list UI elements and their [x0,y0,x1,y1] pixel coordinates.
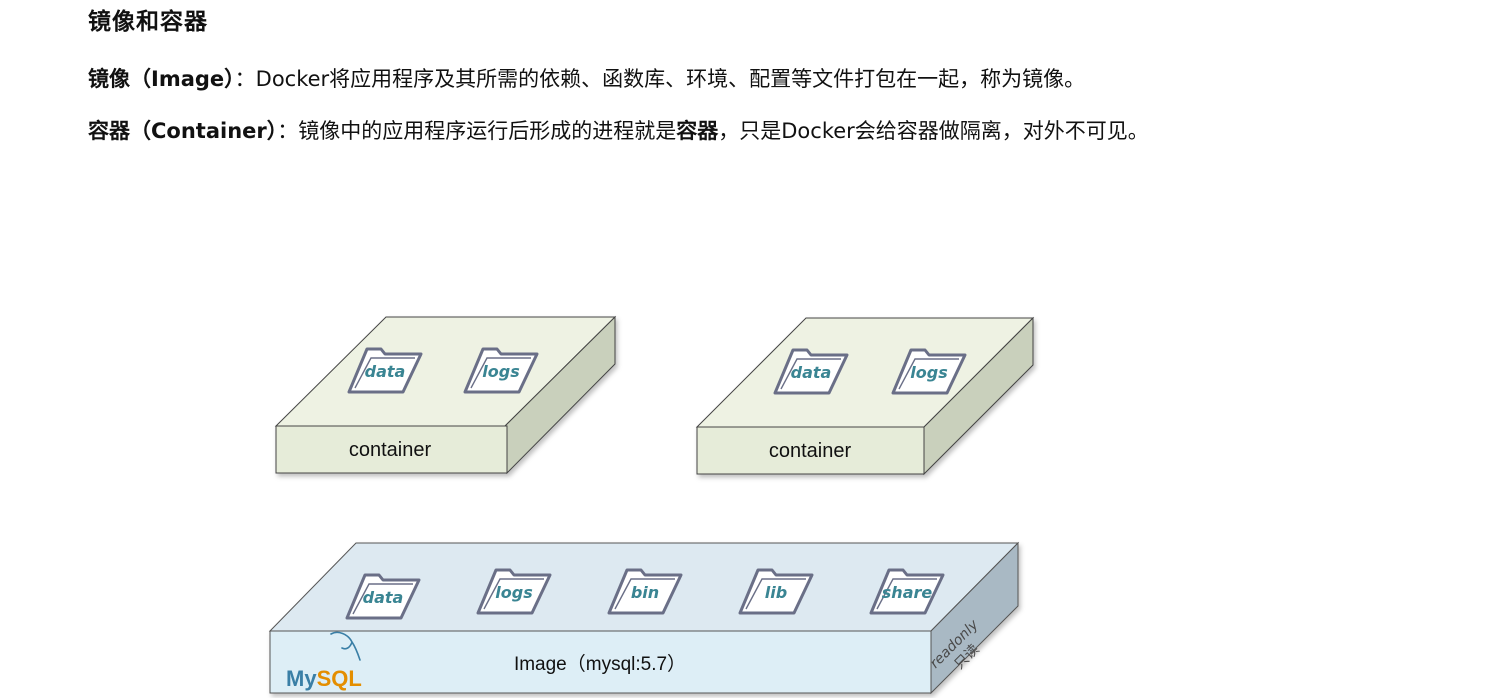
container-box-1 [274,315,617,475]
page-title: 镜像和容器 [88,9,208,35]
container-1-data-folder-icon: data [347,347,423,394]
container-1-logs-folder-shape [463,347,539,394]
mysql-logo-my: My [286,666,317,691]
image-logs-folder-shape [476,568,552,615]
image-logs-folder-inner-line [483,578,544,610]
image-lib-folder-label: lib [765,583,787,602]
image-data-folder-inner-line [352,583,413,615]
image-label: Image（mysql:5.7） [514,653,686,675]
container-definition: 容器（Container）：镜像中的应用程序运行后形成的进程就是容器，只是Doc… [88,115,1149,145]
container-2-data-folder-label: data [791,363,832,382]
container-2-logs-folder-inner-line [898,358,959,390]
image-bin-folder-icon: bin [607,568,683,615]
image-definition: 镜像（Image）：Docker将应用程序及其所需的依赖、函数库、环境、配置等文… [88,63,1085,93]
container-term: 容器（Container） [88,119,278,143]
container-1-data-folder-shape [347,347,423,394]
container-1-logs-folder-label: logs [482,362,519,381]
container-box-2 [695,316,1035,476]
image-bin-folder-label: bin [631,583,659,602]
dolphin-icon [330,631,361,661]
image-definition-text: Docker将应用程序及其所需的依赖、函数库、环境、配置等文件打包在一起，称为镜… [255,67,1086,91]
image-share-folder-inner-line [876,578,937,610]
image-data-folder-icon: data [345,573,421,620]
image-lib-folder-icon: lib [738,568,814,615]
image-bin-folder-inner-line [614,578,675,610]
container-2-logs-folder-icon: logs [891,348,967,395]
image-lib-folder-inner-line [745,578,806,610]
mysql-logo-text: MySQL [286,666,362,691]
mysql-logo: MySQL [286,631,362,691]
container-1-front [275,425,508,474]
container-2-front [696,426,925,475]
image-bin-folder-shape [607,568,683,615]
container-1-logs-folder-icon: logs [463,347,539,394]
image-lib-folder-shape [738,568,814,615]
mysql-logo-sql: SQL [317,666,362,691]
container-1-data-folder-label: data [365,362,406,381]
container-2-label: container [769,440,852,462]
image-box [268,541,1020,695]
container-1-logs-folder-inner-line [470,357,531,389]
container-2-data-folder-inner-line [780,358,841,390]
image-separator: ： [234,67,256,91]
container-1-data-folder-inner-line [354,357,415,389]
folders-layer: data logs data logs data logs bin lib share [345,347,967,620]
image-logs-folder-label: logs [495,583,532,602]
image-front [269,630,932,694]
image-share-folder-icon: share [869,568,945,615]
container-2-data-folder-shape [773,348,849,395]
image-data-folder-shape [345,573,421,620]
container-emphasis: 容器 [676,119,719,143]
image-data-folder-label: data [363,588,404,607]
container-separator: ： [277,119,299,143]
image-term: 镜像（Image） [88,67,235,91]
image-logs-folder-icon: logs [476,568,552,615]
image-share-folder-shape [869,568,945,615]
container-2-logs-folder-label: logs [910,363,947,382]
container-1-label: container [349,439,432,461]
image-share-folder-label: share [882,583,933,602]
container-2-data-folder-icon: data [773,348,849,395]
container-definition-text-after: ，只是Docker会给容器做隔离，对外不可见。 [718,119,1149,143]
container-2-logs-folder-shape [891,348,967,395]
container-definition-text-before: 镜像中的应用程序运行后形成的进程就是 [298,119,677,143]
